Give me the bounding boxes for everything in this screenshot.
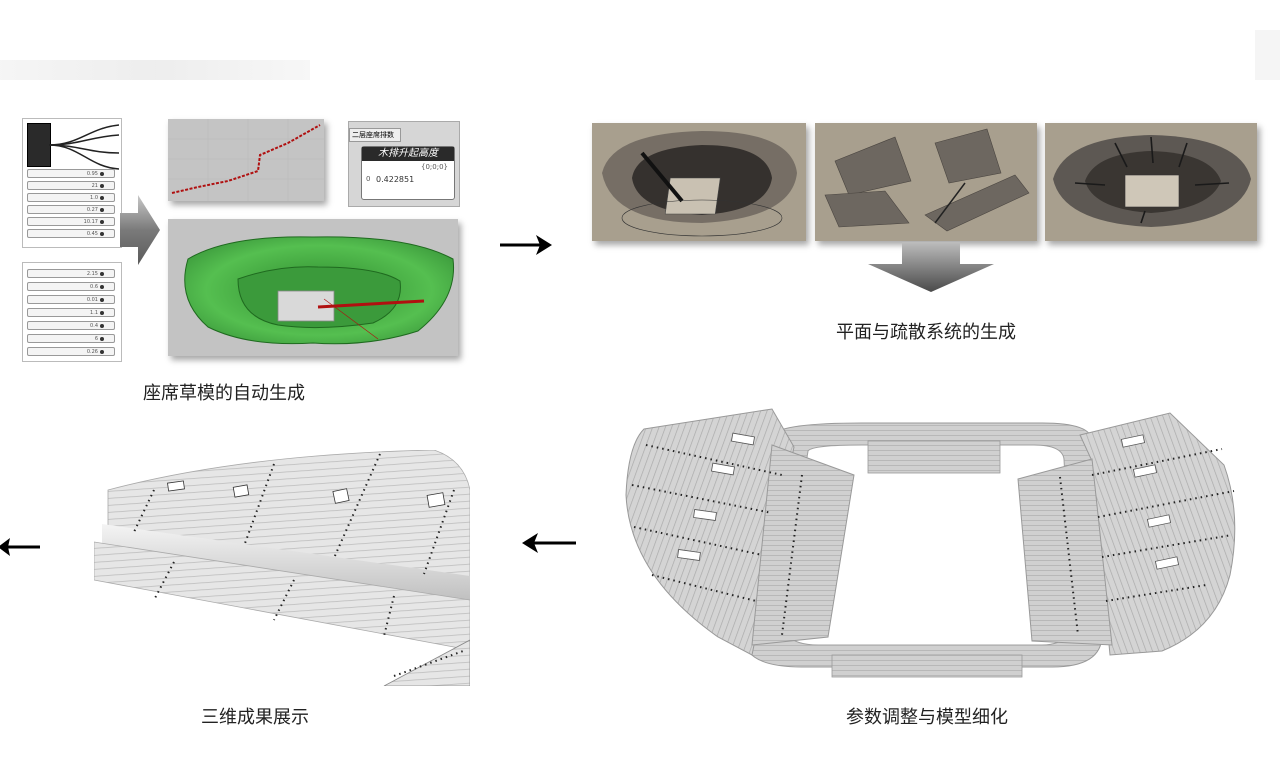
green-stadium-model [184,236,455,345]
caption-step4: 三维成果展示 [201,707,309,728]
slider-list-label: 二层座席排数 [349,128,401,142]
slider-row[interactable]: 0.45 [27,229,115,238]
riser-node-value: 0.422851 [376,175,415,184]
slider-row[interactable]: 21 [27,181,115,190]
slider-row[interactable]: 1.1 [27,308,115,317]
plan-render-3 [1045,123,1257,241]
header-strip-right [1255,30,1280,80]
slider-row[interactable]: 0.4 [27,321,115,330]
parameter-panel-upper: 0.95 21 1.0 0.27 10.17 0.45 [22,118,122,248]
riser-curve-graph [168,119,324,201]
slider-row[interactable]: 10.17 [27,217,115,226]
right-arrow-icon [500,235,552,255]
left-arrow-icon [522,533,576,553]
slider-row[interactable]: 6 [27,334,115,343]
gh-node-block [27,123,51,167]
slider-row[interactable]: 2.15 [27,269,115,278]
gh-wires [49,124,119,170]
riser-curve [168,119,324,201]
riser-height-node: 二层座席排数 木排升起高度 {0;0;0} 0 0.422851 [348,121,460,207]
caption-step3: 参数调整与模型细化 [846,707,1008,728]
slider-row[interactable]: 0.27 [27,205,115,214]
slider-row[interactable]: 0.01 [27,295,115,304]
riser-node-box[interactable]: 木排升起高度 {0;0;0} 0 0.422851 [361,146,455,200]
plan-render-2 [815,123,1037,241]
slider-row[interactable]: 1.0 [27,193,115,202]
caption-step1: 座席草模的自动生成 [143,383,305,404]
riser-node-title: 木排升起高度 [362,147,454,161]
slider-row[interactable]: 0.95 [27,169,115,178]
riser-node-path: {0;0;0} [421,163,448,171]
plan-render-1 [592,123,806,241]
right-arrow-icon [120,195,160,265]
header-strip [0,60,310,80]
down-arrow-icon [868,242,994,292]
slider-row[interactable]: 0.26 [27,347,115,356]
riser-node-index: 0 [366,175,371,183]
detailed-stadium-model [625,408,1236,678]
slider-row[interactable]: 0.6 [27,282,115,291]
caption-step2: 平面与疏散系统的生成 [836,322,1016,343]
parameter-panel-lower: 2.15 0.6 0.01 1.1 0.4 6 0.26 [22,262,122,362]
3d-result-render [94,450,470,686]
seat-draft-model-render [168,219,458,356]
left-arrow-icon [0,538,40,556]
